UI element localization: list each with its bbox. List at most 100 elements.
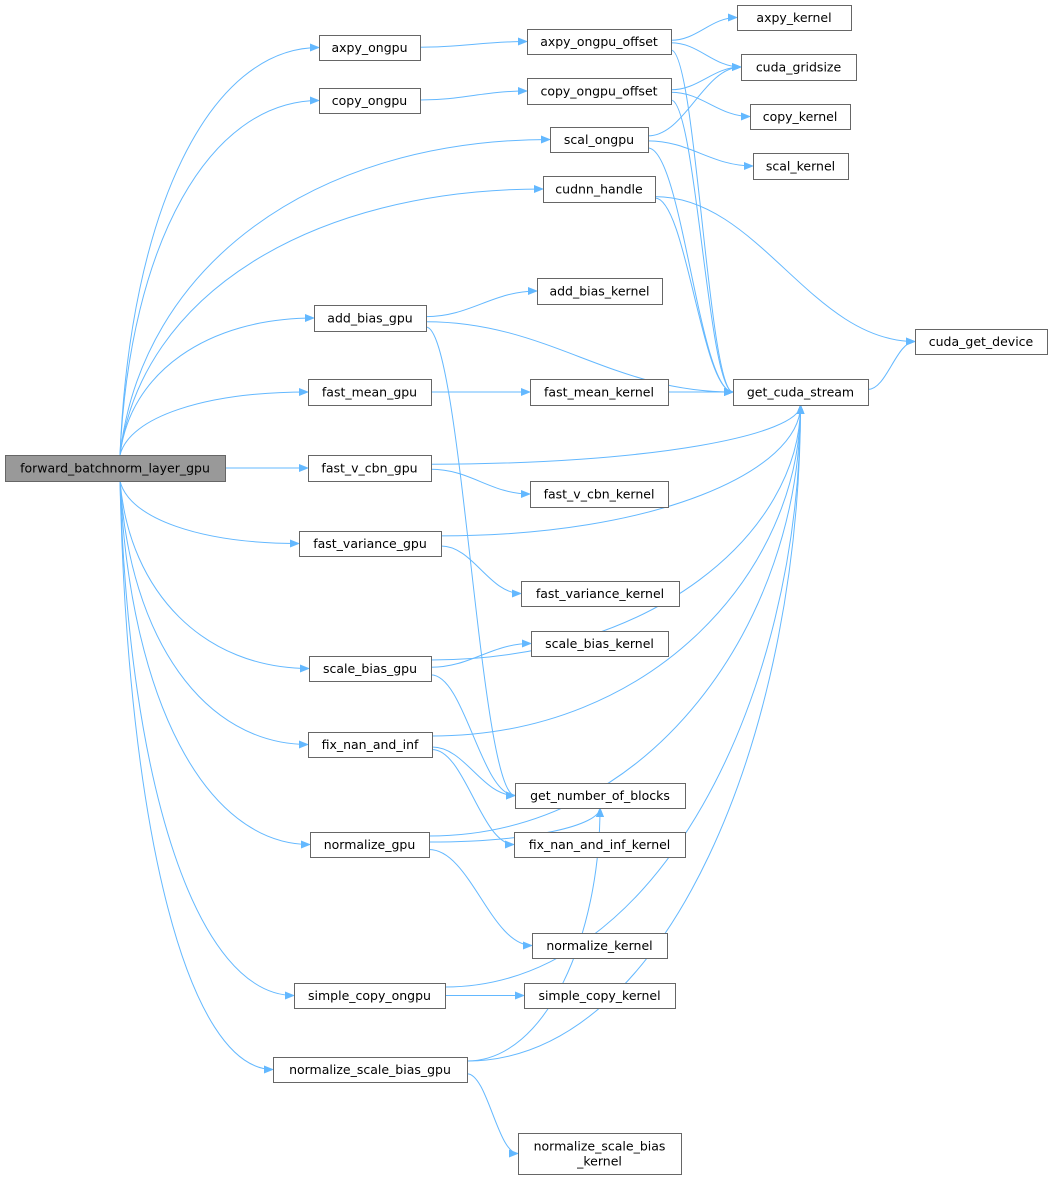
node-fast-mean-kernel[interactable]: fast_mean_kernel (530, 379, 669, 406)
node-fast-variance-gpu[interactable]: fast_variance_gpu (299, 531, 442, 557)
node-label: copy_ongpu (332, 93, 407, 108)
node-copy-ongpu-offset[interactable]: copy_ongpu_offset (527, 78, 672, 105)
node-box (515, 783, 686, 809)
node-label: fix_nan_and_inf_kernel (529, 837, 671, 852)
node-fast-variance-kernel[interactable]: fast_variance_kernel (521, 581, 680, 607)
node-box (308, 379, 432, 406)
node-label: normalize_gpu (324, 837, 416, 852)
node-fast-mean-gpu[interactable]: fast_mean_gpu (308, 379, 432, 406)
node-copy-ongpu[interactable]: copy_ongpu (319, 88, 421, 114)
node-label: _kernel (576, 1154, 622, 1169)
node-box (294, 983, 446, 1009)
edge-forward-to-normalize_gpu (119, 480, 311, 849)
edge-forward-to-simple_copy_ongpu (119, 480, 295, 1000)
edge-copy_ongpu_offset-to-get_cuda_stream (670, 99, 734, 396)
node-get-number-of-blocks[interactable]: get_number_of_blocks (515, 783, 686, 809)
node-box (537, 278, 663, 305)
node-box (527, 78, 672, 105)
edge-forward-to-normalize_scale_bias_gpu (119, 480, 274, 1074)
edge-simple_copy_ongpu-to-get_cuda_stream (444, 404, 805, 988)
node-axpy-ongpu-offset[interactable]: axpy_ongpu_offset (527, 29, 672, 55)
node-box (550, 127, 649, 153)
node-simple-copy-kernel[interactable]: simple_copy_kernel (524, 983, 676, 1009)
node-box (314, 305, 427, 332)
edge-forward-to-fix_nan_and_inf (119, 480, 309, 749)
node-copy-kernel[interactable]: copy_kernel (750, 104, 851, 130)
node-label: get_number_of_blocks (530, 788, 670, 803)
node-box (750, 104, 851, 130)
node-cuda-get-device[interactable]: cuda_get_device (915, 329, 1048, 355)
node-box (532, 933, 668, 959)
edge-forward-to-add_bias_gpu (119, 314, 315, 456)
node-fast-v-cbn-kernel[interactable]: fast_v_cbn_kernel (530, 481, 669, 508)
edge-copy_ongpu-to-copy_ongpu_offset (419, 87, 528, 101)
node-scale-bias-kernel[interactable]: scale_bias_kernel (531, 631, 669, 657)
edge-axpy_ongpu_offset-to-axpy_kernel (670, 13, 738, 41)
node-box (319, 35, 421, 61)
node-label: fast_mean_gpu (322, 385, 417, 400)
node-label: scal_ongpu (564, 132, 634, 147)
node-box (915, 329, 1048, 355)
node-simple-copy-ongpu[interactable]: simple_copy_ongpu (294, 983, 446, 1009)
node-box (530, 481, 669, 508)
edge-add_bias_gpu-to-get_cuda_stream (425, 321, 734, 396)
node-box (741, 54, 857, 81)
edge-fast_v_cbn_gpu-to-get_cuda_stream (430, 404, 805, 465)
edge-cudnn_handle-to-get_cuda_stream (654, 197, 734, 396)
edge-forward-to-copy_ongpu (119, 96, 320, 456)
edge-axpy_ongpu_offset-to-cuda_gridsize (670, 42, 742, 71)
node-scal-kernel[interactable]: scal_kernel (753, 153, 849, 180)
node-forward[interactable]: forward_batchnorm_layer_gpu (5, 455, 226, 482)
node-cuda-gridsize[interactable]: cuda_gridsize (741, 54, 857, 81)
node-box (518, 1133, 682, 1175)
node-label: scal_kernel (766, 159, 835, 174)
edge-fast_v_cbn_gpu-to-fast_v_cbn_kernel (430, 468, 531, 498)
edge-get_cuda_stream-to-cuda_get_device (867, 337, 916, 390)
edge-forward-to-scale_bias_gpu (119, 480, 310, 673)
node-normalize-scale-bias-kernel[interactable]: normalize_scale_bias_kernel (518, 1133, 682, 1175)
node-normalize-kernel[interactable]: normalize_kernel (532, 933, 668, 959)
node-box (273, 1057, 468, 1083)
node-label: axpy_kernel (756, 10, 831, 25)
node-normalize-scale-bias-gpu[interactable]: normalize_scale_bias_gpu (273, 1057, 468, 1083)
node-label: copy_ongpu_offset (540, 84, 657, 99)
edge-scal_ongpu-to-cuda_gridsize (647, 63, 742, 137)
node-box (524, 983, 676, 1009)
node-label: simple_copy_kernel (538, 988, 660, 1003)
node-scale-bias-gpu[interactable]: scale_bias_gpu (309, 656, 432, 682)
node-box (310, 832, 430, 858)
node-axpy-kernel[interactable]: axpy_kernel (737, 5, 852, 31)
node-axpy-ongpu[interactable]: axpy_ongpu (319, 35, 421, 61)
node-normalize-gpu[interactable]: normalize_gpu (310, 832, 430, 858)
edge-normalize_gpu-to-get_cuda_stream (428, 404, 805, 837)
node-add-bias-kernel[interactable]: add_bias_kernel (537, 278, 663, 305)
node-scal-ongpu[interactable]: scal_ongpu (550, 127, 649, 153)
edge-scale_bias_gpu-to-get_cuda_stream (430, 404, 805, 661)
node-label: copy_kernel (763, 109, 838, 124)
node-label: forward_batchnorm_layer_gpu (20, 461, 210, 476)
node-box (5, 455, 226, 482)
edge-fast_variance_gpu-to-get_cuda_stream (440, 404, 805, 537)
node-box (319, 88, 421, 114)
node-box (543, 176, 656, 203)
edge-fix_nan_and_inf-to-get_number_of_blocks (431, 746, 516, 800)
node-label: normalize_scale_bias (534, 1139, 666, 1154)
edge-normalize_scale_bias_gpu-to-get_cuda_stream (466, 404, 805, 1062)
edge-copy_ongpu_offset-to-copy_kernel (670, 91, 751, 121)
node-fix-nan-and-inf-kernel[interactable]: fix_nan_and_inf_kernel (514, 832, 686, 858)
node-fix-nan-and-inf[interactable]: fix_nan_and_inf (308, 732, 433, 758)
edge-fix_nan_and_inf-to-get_cuda_stream (431, 404, 805, 737)
node-label: cuda_gridsize (756, 60, 842, 75)
edge-normalize_gpu-to-normalize_kernel (428, 849, 533, 950)
edge-forward-to-axpy_ongpu (119, 43, 320, 456)
node-label: add_bias_kernel (549, 284, 649, 299)
node-get-cuda-stream[interactable]: get_cuda_stream (733, 379, 869, 406)
edge-add_bias_gpu-to-get_number_of_blocks (425, 326, 516, 800)
node-box (753, 153, 849, 180)
node-box (527, 29, 672, 55)
node-fast-v-cbn-gpu[interactable]: fast_v_cbn_gpu (308, 455, 432, 482)
node-label: get_cuda_stream (747, 385, 854, 400)
node-cudnn-handle[interactable]: cudnn_handle (543, 176, 656, 203)
node-box (309, 656, 432, 682)
node-add-bias-gpu[interactable]: add_bias_gpu (314, 305, 427, 332)
